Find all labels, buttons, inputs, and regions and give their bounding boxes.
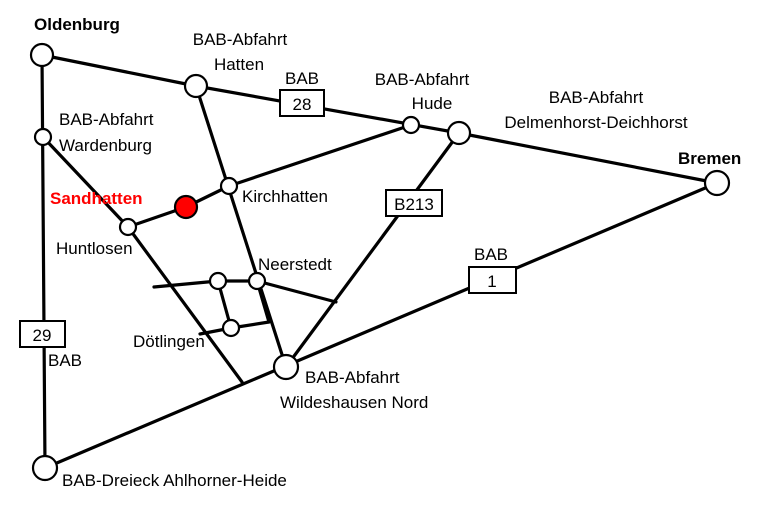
node-wardenburg-exit [33,127,53,147]
road-kirchhatten-hude [227,123,413,188]
node-delmenhorst-exit [446,120,472,146]
shield-b213-box [385,189,443,217]
node-kirchhatten [219,176,239,196]
label-ahlhorn-triangle: BAB-Dreieck Ahlhorner-Heide [62,471,287,490]
nodes [29,42,731,482]
node-hude-exit [401,115,421,135]
road-a28-delmenhorst-bremen [457,131,719,185]
road-cross-upper [152,279,220,289]
shield-a28-prefix: BAB [285,69,319,88]
label-hude-exit-line1: BAB-Abfahrt [375,70,470,89]
node-sandhatten [173,194,199,220]
shield-a28: BAB 28 [279,69,325,117]
label-wardenburg-exit-line1: BAB-Abfahrt [59,110,154,129]
node-wildeshausen-exit [272,353,300,381]
node-neerstedt [247,271,267,291]
label-doetlingen: Dötlingen [133,332,205,351]
shield-a1-prefix: BAB [474,245,508,264]
label-oldenburg: Oldenburg [34,15,120,34]
label-delmenhorst-exit-line2: Delmenhorst-Deichhorst [504,113,688,132]
shield-a28-box [279,89,325,117]
road-a1 [43,181,719,470]
label-wildeshausen-exit-line2: Wildeshausen Nord [280,393,428,412]
label-hatten-exit-line1: BAB-Abfahrt [193,30,288,49]
node-hatten-exit [183,73,209,99]
road-hatten-wildeshausen [194,84,288,369]
label-delmenhorst-exit-line1: BAB-Abfahrt [549,88,644,107]
label-sandhatten: Sandhatten [50,189,143,208]
shield-b213-number: B213 [394,195,434,214]
shield-a29-box [19,320,66,348]
label-bremen: Bremen [678,149,741,168]
node-oldenburg [29,42,55,68]
road-a28-oldenburg-hatten [40,53,198,88]
road-b213 [284,131,461,369]
shield-a29-number: 29 [33,326,52,345]
shield-b213: B213 [385,189,443,217]
shield-a29: 29 BAB [19,320,82,370]
shield-a1-box [468,266,517,294]
shield-a28-number: 28 [293,95,312,114]
labels: Oldenburg Bremen Sandhatten BAB-Abfahrt … [34,15,741,490]
road-neerstedt-east [255,279,338,304]
label-neerstedt: Neerstedt [258,255,332,274]
road-huntlosen-south [126,225,244,384]
road-a29 [40,53,47,470]
label-wildeshausen-exit-line1: BAB-Abfahrt [305,368,400,387]
node-ahlhorn-triangle [31,454,59,482]
label-wardenburg-exit-line2: Wardenburg [59,136,152,155]
shield-a1: BAB 1 [468,245,517,294]
label-kirchhatten: Kirchhatten [242,187,328,206]
label-huntlosen: Huntlosen [56,239,133,258]
node-doetlingen [221,318,241,338]
shield-a29-suffix: BAB [48,351,82,370]
shield-a1-number: 1 [487,272,496,291]
label-hude-exit-line2: Hude [412,94,453,113]
node-bremen [703,169,731,197]
node-huntlosen [118,217,138,237]
label-hatten-exit-line2: Hatten [214,55,264,74]
road-wardenburg-huntlosen [41,135,130,229]
node-junction-west [208,271,228,291]
